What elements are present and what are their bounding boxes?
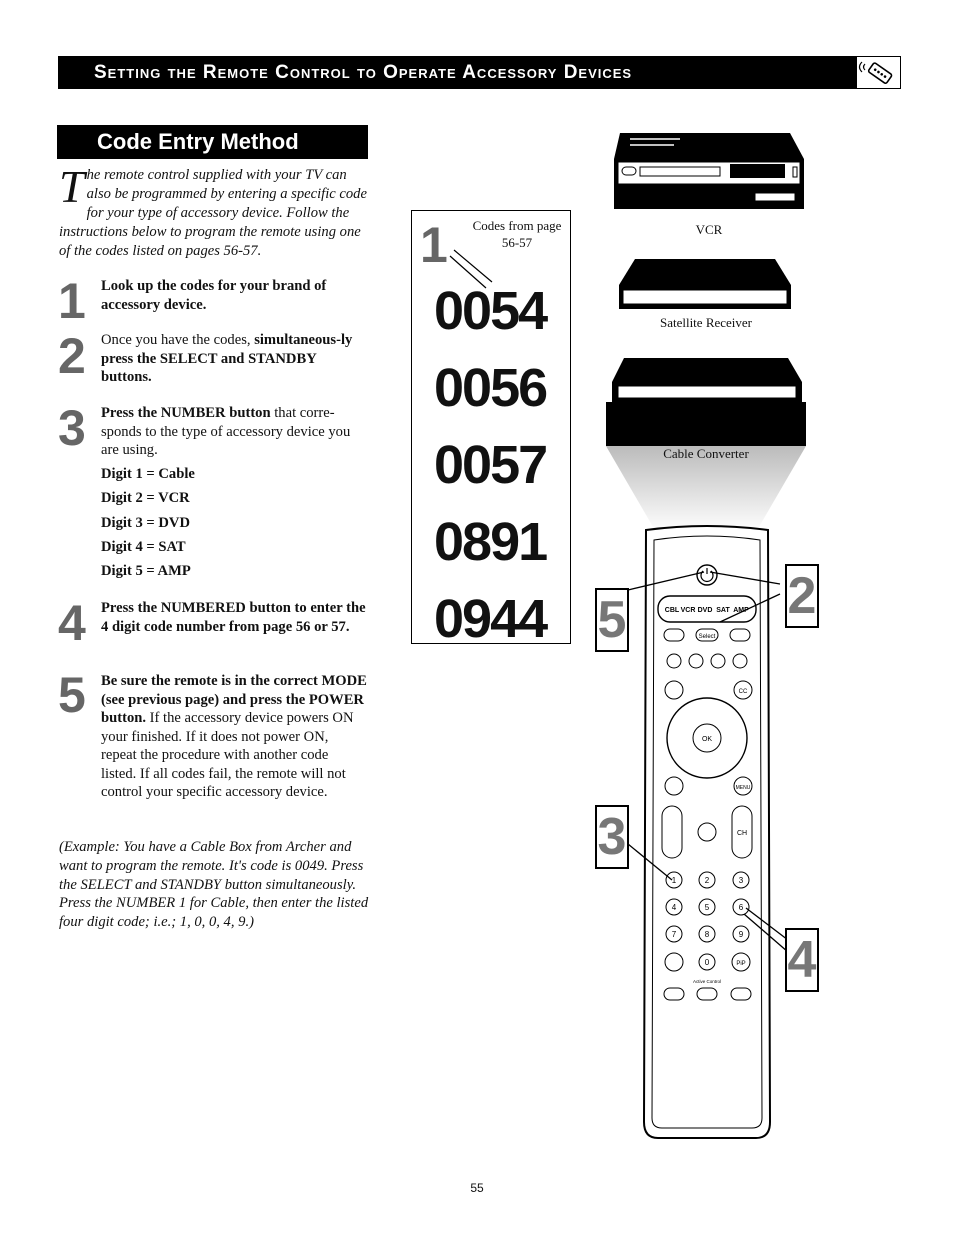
codes-caption: Codes from page 56-57 xyxy=(472,218,562,250)
key-1-button xyxy=(665,871,683,889)
step-2-text: Once you have the codes, simultaneous-ly… xyxy=(101,331,367,387)
step-3-text: Press the NUMBER button that corre-spond… xyxy=(101,404,367,460)
code-list-box xyxy=(411,210,571,644)
digit-sat: Digit 4 = SAT xyxy=(101,539,186,555)
key-7-button xyxy=(665,925,683,943)
mode-vcr: VCR xyxy=(681,607,696,614)
step-3-normal: that corre-sponds to the type of accesso… xyxy=(101,405,351,458)
key-6-label: 6 xyxy=(739,903,744,912)
key-3-label: 3 xyxy=(739,876,744,885)
page-header-title: Setting the Remote Control to Operate Ac… xyxy=(94,61,633,83)
standby-button xyxy=(696,564,718,586)
step-4-text: Press the NUMBERED button to enter the 4… xyxy=(101,599,367,636)
numeric-keypad: 1 2 3 4 5 6 7 8 9 0 xyxy=(665,871,750,971)
code-0891: 0891 xyxy=(434,512,548,572)
satellite-receiver-label: Satellite Receiver xyxy=(659,315,753,330)
key-5-label: 5 xyxy=(705,903,710,912)
key-5-button xyxy=(698,898,716,916)
digit-amp: Digit 5 = AMP xyxy=(101,563,191,579)
pip-label: PiP xyxy=(736,961,745,967)
key-0-button xyxy=(698,953,716,971)
cable-converter-label: Cable Converter xyxy=(663,446,749,461)
page-number: 55 xyxy=(470,1181,484,1195)
key-8-label: 8 xyxy=(705,930,710,939)
step-number-4: 4 xyxy=(58,595,86,651)
mode-sat: SAT xyxy=(716,607,730,614)
digit-vcr: Digit 2 = VCR xyxy=(101,490,190,506)
code-0056: 0056 xyxy=(434,358,548,418)
example-paragraph: (Example: You have a Cable Box from Arch… xyxy=(59,839,369,931)
step-3-bold: Press the NUMBER button xyxy=(101,405,271,421)
callout-3: 3 xyxy=(595,805,629,869)
callout-5: 5 xyxy=(595,588,629,652)
digit-cable: Digit 1 = Cable xyxy=(101,466,195,482)
key-6-button xyxy=(732,898,750,916)
callout-lines xyxy=(627,571,789,953)
step-number-3: 3 xyxy=(58,400,86,456)
remote-control: CBL VCR DVD SAT AMP Select CC OK MENU CH… xyxy=(642,525,772,1139)
key-2-label: 2 xyxy=(705,876,710,885)
callout-2: 2 xyxy=(785,564,819,628)
code-0057: 0057 xyxy=(434,435,548,495)
drop-cap: T xyxy=(59,161,85,212)
remote-control-icon xyxy=(856,56,901,89)
key-1-label: 1 xyxy=(672,876,677,885)
mode-amp: AMP xyxy=(733,607,749,614)
menu-label: MENU xyxy=(736,785,751,791)
section-title: Code Entry Method xyxy=(57,125,368,159)
callout-4: 4 xyxy=(785,928,819,992)
key-9-button xyxy=(732,925,750,943)
key-8-button xyxy=(698,925,716,943)
digit-dvd: Digit 3 = DVD xyxy=(101,515,190,531)
step-number-5: 5 xyxy=(58,667,86,723)
step-5-bold: Be sure the remote is in the correct MOD… xyxy=(101,673,367,726)
step-2-bold: simultaneous-ly press the SELECT and STA… xyxy=(101,332,353,385)
vcr-illustration xyxy=(614,133,804,209)
satellite-receiver-illustration xyxy=(619,259,791,309)
key-0-label: 0 xyxy=(705,958,710,967)
codebox-step-number: 1 xyxy=(420,217,448,273)
step-1-text: Look up the codes for your brand of acce… xyxy=(101,277,367,314)
vcr-label: VCR xyxy=(695,222,723,237)
code-0054: 0054 xyxy=(434,281,548,341)
step-5-normal: If the accessory device powers ON your f… xyxy=(101,710,354,800)
key-9-label: 9 xyxy=(739,930,744,939)
mode-cbl: CBL xyxy=(665,607,680,614)
ch-label: CH xyxy=(737,830,747,837)
code-0944: 0944 xyxy=(434,589,548,649)
key-7-label: 7 xyxy=(672,930,677,939)
mode-buttons xyxy=(657,595,757,623)
step-4-bold: Press the NUMBERED button to enter the 4… xyxy=(101,600,366,635)
key-4-button xyxy=(665,898,683,916)
ok-label: OK xyxy=(702,736,712,743)
ok-button xyxy=(692,723,722,753)
cable-converter-illustration xyxy=(606,358,806,532)
select-label: Select xyxy=(699,634,716,640)
key-3-button xyxy=(732,871,750,889)
step-2-pre: Once you have the codes, xyxy=(101,332,255,348)
step-number-1: 1 xyxy=(58,273,86,329)
key-4-label: 4 xyxy=(672,903,677,912)
step-number-2: 2 xyxy=(58,328,86,384)
cc-label: CC xyxy=(739,689,748,695)
page-header: Setting the Remote Control to Operate Ac… xyxy=(58,56,856,89)
key-2-button xyxy=(698,871,716,889)
intro-text: he remote control supplied with your TV … xyxy=(59,167,367,259)
select-button xyxy=(695,628,719,642)
active-control-label: Active Control xyxy=(693,979,721,984)
section-title-text: Code Entry Method xyxy=(97,129,299,154)
step-1-bold: Look up the codes for your brand of acce… xyxy=(101,278,327,313)
mode-dvd: DVD xyxy=(698,607,713,614)
caption-pointer-line xyxy=(449,249,493,289)
step-5-text: Be sure the remote is in the correct MOD… xyxy=(101,672,367,802)
